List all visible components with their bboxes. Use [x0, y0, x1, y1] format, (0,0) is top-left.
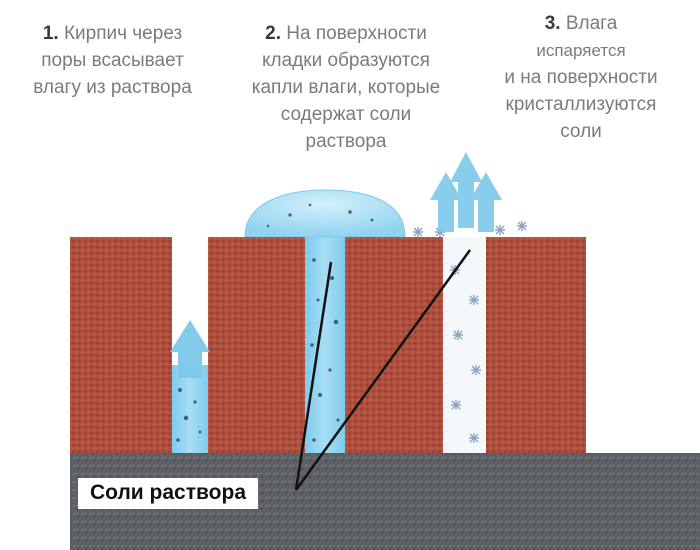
step-2-line-4: содержат соли	[280, 104, 412, 125]
step-3-line-4: кристаллизуются	[505, 94, 657, 115]
salt-label: Соли раствора	[78, 478, 258, 509]
caption-step-2: 2. На поверхности кладки образуются капл…	[222, 20, 470, 155]
step-1-number: 1.	[42, 23, 59, 44]
step-3-line-3: и на поверхности	[504, 67, 658, 88]
step-2-number: 2.	[265, 23, 281, 44]
salt-crystal-icon	[413, 221, 527, 443]
water-drop	[244, 189, 406, 238]
salt-particles-gap-1	[176, 388, 202, 442]
step-2-line-2: кладки образуются	[262, 50, 430, 71]
step-1-line-2: поры всасывает	[41, 50, 184, 71]
step-3-line-1: Влага	[565, 13, 618, 34]
step-2-line-3: капли влаги, которые	[251, 77, 441, 98]
step-3-line-5: соли	[560, 121, 602, 142]
step-2-line-5: раствора	[305, 131, 387, 152]
arrow-up-icon	[170, 320, 210, 378]
step-2-line-1: На поверхности	[286, 23, 427, 44]
pointer-lines	[294, 249, 472, 491]
brick-4	[486, 237, 586, 453]
salt-particles-gap-2	[266, 203, 374, 442]
brick-2	[208, 237, 305, 453]
caption-step-1: 1. Кирпич через поры всасывает влагу из …	[10, 20, 215, 101]
evaporation-arrows	[430, 152, 502, 232]
brick-3	[345, 237, 443, 453]
gap-3	[443, 237, 486, 453]
step-3-line-2: испаряется	[536, 41, 626, 60]
step-3-number: 3.	[544, 13, 561, 34]
step-1-line-3: влагу из раствора	[33, 77, 192, 98]
caption-step-3: 3. Влага испаряется и на поверхности кри…	[476, 10, 686, 145]
brick-1	[70, 237, 172, 453]
step-1-line-1: Кирпич через	[63, 23, 183, 44]
